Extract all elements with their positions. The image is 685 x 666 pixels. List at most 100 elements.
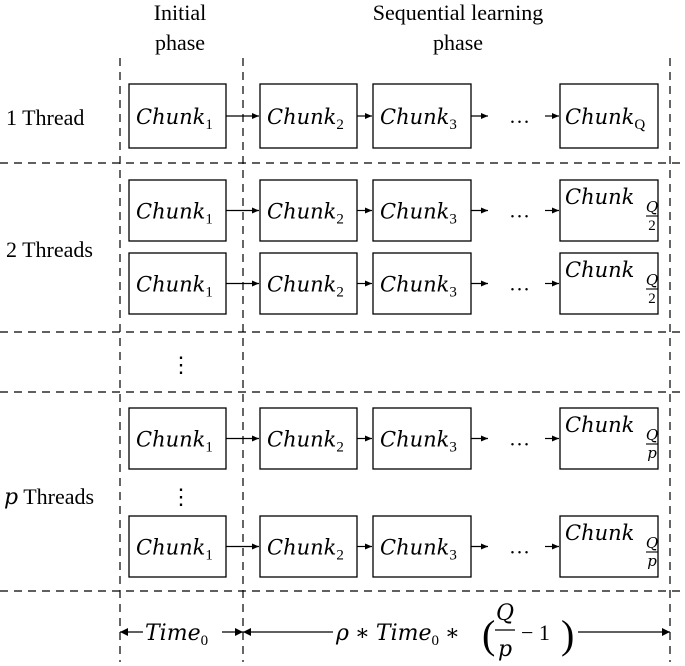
header-sequential-line2: phase	[433, 30, 483, 55]
chunk-box-r1-c2-label: Chunk2	[267, 105, 344, 133]
chunk-box-r4-c2-word: Chunk	[267, 428, 336, 452]
formula-star-2: ∗	[445, 620, 460, 645]
chunk-box-r4-c4-frac-num: Q	[646, 426, 658, 444]
sequential-arrowhead-left	[243, 628, 251, 636]
chunk-box-r1-c4-label: ChunkQ	[565, 105, 645, 133]
formula-rparen: )	[561, 612, 574, 657]
formula-frac-num: Q	[496, 601, 514, 626]
chunk-box-r5-c2-label: Chunk2	[267, 536, 344, 564]
chunk-box-r3-c1-word: Chunk	[136, 273, 205, 297]
formula-frac-den: p	[498, 637, 512, 662]
chunk-box-r4-c1-sub: 1	[205, 440, 213, 456]
chunk-box-r5-c4	[559, 515, 659, 578]
chunk-box-r4-c1-word: Chunk	[136, 428, 205, 452]
chunk-ellipsis-r2: …	[509, 199, 530, 223]
grid-lines	[0, 58, 685, 662]
time0-sub: 0	[201, 633, 209, 649]
chunk-ellipsis-r4: …	[509, 427, 530, 451]
header-sequential-line1: Sequential learning	[373, 0, 543, 25]
row-label-p-threads: p Threads	[4, 484, 94, 510]
header-initial-line2: phase	[155, 30, 205, 55]
chunk-box-r5-c1-sub: 1	[205, 548, 213, 564]
chunk-box-r2-c4-word: Chunk	[565, 185, 634, 209]
chunk-box-r4-c2-label: Chunk2	[267, 428, 344, 456]
formula-time-sub: 0	[431, 633, 439, 649]
formula-prefix: ρ∗Time0∗	[335, 620, 460, 649]
header-initial-line1: Initial	[154, 0, 207, 25]
chunk-box-r4-c4-frac-den: p	[647, 444, 657, 462]
chunk-box-r3-c2	[259, 252, 358, 315]
chunk-box-r2-c2-label: Chunk2	[267, 200, 344, 228]
chunk-box-r4-c3-label: Chunk3	[380, 428, 457, 456]
chunk-box-r1-c3	[372, 83, 472, 149]
formula-time: Time	[376, 621, 432, 646]
chunk-box-r5-c4-frac-num: Q	[646, 534, 658, 552]
chunk-box-r5-c3-word: Chunk	[380, 536, 449, 560]
sequential-arrowhead-right	[662, 628, 670, 636]
chunk-box-r5-c1	[128, 515, 227, 578]
chunk-box-r2-c4	[559, 179, 659, 242]
chunk-box-r4-c4	[559, 407, 659, 470]
chunk-box-r3-c1	[128, 252, 227, 315]
chunk-box-r3-c1-label: Chunk1	[136, 273, 213, 301]
chunk-box-r5-c3-sub: 3	[449, 548, 457, 564]
row-label-p-rest: Threads	[18, 484, 94, 509]
row-label-p-var: p	[4, 485, 18, 510]
chunk-box-r1-c1	[128, 83, 227, 149]
chunk-box-r3-c4-frac-den: 2	[648, 291, 656, 307]
time0-arrowhead-right	[235, 628, 243, 636]
chunk-box-r1-c4-sub: Q	[634, 117, 645, 133]
chunk-box-r4-c2	[259, 407, 358, 470]
chunk-box-r1-c3-label: Chunk3	[380, 105, 457, 133]
chunk-box-r3-c2-sub: 2	[336, 285, 344, 301]
chunk-box-r4-c1-label: Chunk1	[136, 428, 213, 456]
chunk-box-r1-c2-sub: 2	[336, 117, 344, 133]
chunk-box-r4-c3-word: Chunk	[380, 428, 449, 452]
chunk-box-r5-c2	[259, 515, 358, 578]
chunk-box-r3-c3-sub: 3	[449, 285, 457, 301]
chunk-ellipsis-r1: …	[509, 104, 530, 128]
chunk-box-r2-c4-frac-num: Q	[646, 198, 658, 216]
chunk-box-r2-c2	[259, 179, 358, 242]
chunk-box-r1-c1-sub: 1	[205, 117, 213, 133]
chunk-box-r5-c4-frac-den: p	[647, 552, 657, 570]
chunk-box-r5-c1-label: Chunk1	[136, 536, 213, 564]
formula-minus-one: − 1	[521, 620, 550, 645]
row-label-1-thread: 1 Thread	[6, 105, 84, 130]
chunk-box-r1-c2-word: Chunk	[267, 105, 336, 129]
chunk-box-r1-c3-word: Chunk	[380, 105, 449, 129]
chunk-box-r3-c4	[559, 252, 659, 315]
formula-lparen: (	[482, 612, 495, 657]
formula-rho: ρ	[335, 621, 349, 646]
chunk-box-r4-c2-sub: 2	[336, 440, 344, 456]
chunk-box-r3-c4-word: Chunk	[565, 258, 634, 282]
chunk-box-r2-c1-sub: 1	[205, 212, 213, 228]
chunk-box-r5-c1-word: Chunk	[136, 536, 205, 560]
chunk-box-r5-c4-word: Chunk	[565, 521, 634, 545]
chunk-box-r2-c3-word: Chunk	[380, 200, 449, 224]
chunk-ellipsis-r3: …	[509, 272, 530, 296]
chunk-box-r2-c2-word: Chunk	[267, 200, 336, 224]
chunk-box-r3-c2-word: Chunk	[267, 273, 336, 297]
chunk-box-r3-c2-label: Chunk2	[267, 273, 344, 301]
vdots-p-thread: ⋮	[170, 484, 192, 509]
chunk-box-r2-c1-label: Chunk1	[136, 200, 213, 228]
chunk-box-r3-c3-label: Chunk3	[380, 273, 457, 301]
chunk-ellipsis-r5: …	[509, 535, 530, 559]
chunk-box-r1-c1-word: Chunk	[136, 105, 205, 129]
chunk-box-r5-c2-sub: 2	[336, 548, 344, 564]
chunk-box-r2-c3-sub: 3	[449, 212, 457, 228]
row-label-2-threads: 2 Threads	[6, 237, 93, 262]
chunk-box-r1-c3-sub: 3	[449, 117, 457, 133]
